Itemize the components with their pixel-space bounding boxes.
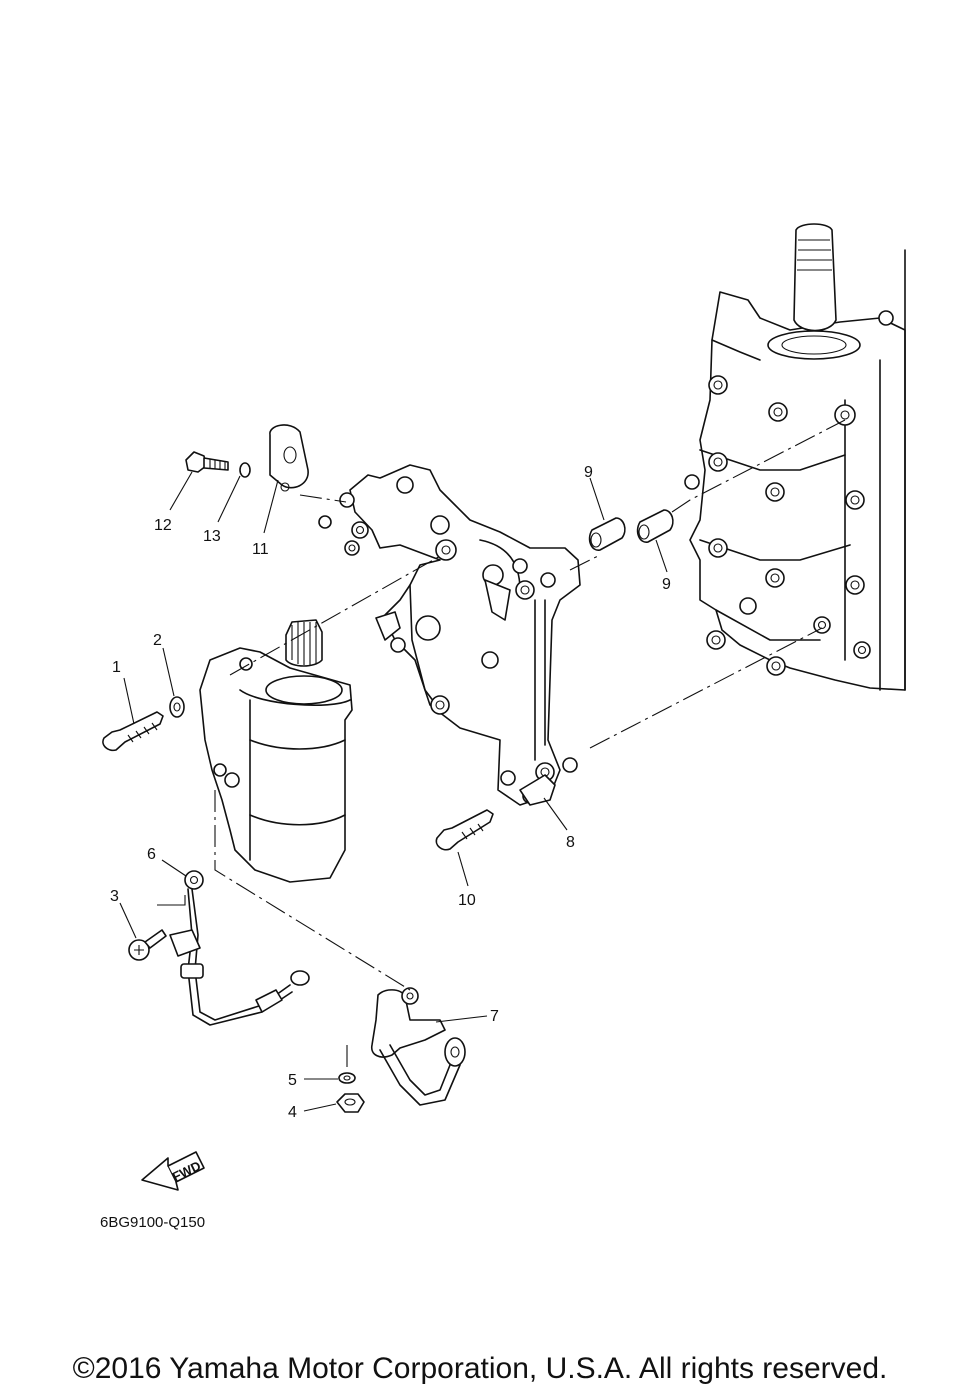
screw-3: [128, 929, 167, 961]
diagram-code: 6BG9100-Q150: [100, 1214, 205, 1231]
callout-10: 10: [458, 892, 476, 909]
callout-9-upper: 9: [584, 464, 593, 481]
callout-6: 6: [147, 846, 156, 863]
bolt-10: [435, 809, 494, 851]
collar-9: [588, 509, 674, 551]
nut-4: [336, 1093, 365, 1113]
bolt-12: [185, 451, 229, 473]
alignment-lines: [214, 419, 846, 1072]
callout-7: 7: [490, 1008, 499, 1025]
bracket-8: [519, 774, 556, 806]
lead-wire-7: [370, 987, 466, 1106]
callout-4: 4: [288, 1104, 297, 1121]
callout-13: 13: [203, 528, 221, 545]
starter-motor: [199, 619, 353, 883]
callout-9-lower: 9: [662, 576, 671, 593]
bracket-11: [269, 424, 309, 492]
engine-block: [684, 223, 906, 691]
washer-5: [338, 1072, 356, 1084]
bolt-1: [102, 711, 164, 752]
callout-3: 3: [110, 888, 119, 905]
washer-13: [239, 462, 251, 478]
callout-1: 1: [112, 659, 121, 676]
callout-8: 8: [566, 834, 575, 851]
callout-12: 12: [154, 517, 172, 534]
washer-2: [169, 696, 185, 718]
leader-lines: [119, 471, 668, 1112]
copyright-notice: ©2016 Yamaha Motor Corporation, U.S.A. A…: [72, 1352, 888, 1385]
starter-bracket: [318, 464, 581, 806]
callout-11: 11: [252, 541, 269, 558]
callout-5: 5: [288, 1072, 297, 1089]
fwd-arrow: FWD: [141, 1151, 205, 1191]
callout-2: 2: [153, 632, 162, 649]
lead-wire-6: [157, 870, 310, 1026]
callout-labels: 1 2 3 4 5 6 7 8 9 9 10 11 12 13: [110, 464, 671, 1121]
